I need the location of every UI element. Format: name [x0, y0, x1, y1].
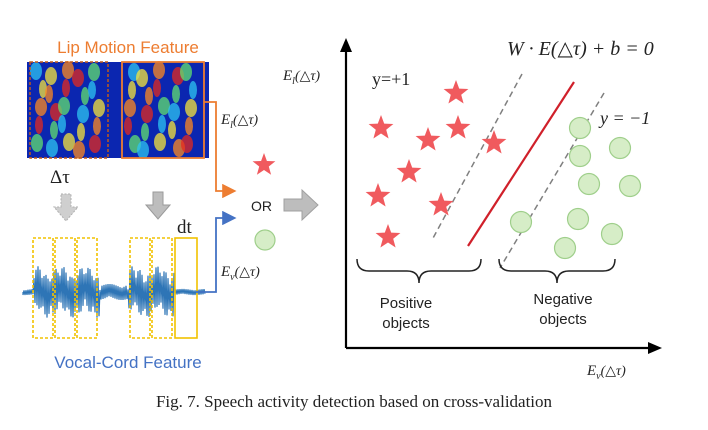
negative-circle-icon — [618, 174, 642, 198]
positive-star-icon — [396, 159, 422, 183]
svg-text:Ev(△τ): Ev(△τ) — [220, 264, 260, 283]
right-arrow-icon — [283, 188, 319, 222]
negative-circle-icon — [566, 207, 590, 231]
vocal-connector — [196, 210, 237, 293]
svg-text:El(△τ): El(△τ) — [282, 68, 320, 87]
lip-heatmap — [27, 61, 209, 159]
positive-star-icon — [375, 224, 401, 248]
hyperplane-line — [467, 81, 575, 247]
or-label: OR — [251, 198, 272, 214]
y-axis-label: El(△τ) — [282, 68, 320, 87]
figure-caption: Fig. 7. Speech activity detection based … — [155, 392, 553, 411]
delta-tau-label: Δτ — [50, 167, 70, 188]
lip-motion-title: Lip Motion Feature — [57, 38, 199, 57]
x-axis-label: Ev(△τ) — [586, 363, 626, 382]
negative-circle-icon — [553, 236, 577, 260]
vocal-cord-title: Vocal-Cord Feature — [54, 353, 201, 372]
positive-class-label: y=+1 — [372, 69, 410, 89]
svg-text:Ev(△τ): Ev(△τ) — [586, 363, 626, 382]
hyperplane-equation: W · E(△τ) + b = 0 — [507, 38, 654, 60]
or-star-icon — [252, 153, 276, 175]
negative-objects-circles — [509, 116, 642, 260]
positive-star-icon — [443, 80, 469, 104]
positive-star-icon — [365, 183, 391, 207]
positive-brace — [356, 258, 482, 284]
lip-window-solid — [121, 61, 205, 159]
down-arrow-left — [52, 193, 80, 222]
positive-star-icon — [415, 127, 441, 151]
positive-star-icon — [445, 115, 471, 139]
negative-brace — [498, 258, 616, 284]
positive-star-icon — [481, 130, 507, 154]
or-circle-icon — [254, 229, 276, 251]
negative-circle-icon — [577, 172, 601, 196]
positive-objects-label-1: Positive — [380, 295, 433, 312]
negative-circle-icon — [600, 222, 624, 246]
lip-feature-label: El(△τ) — [220, 112, 258, 131]
positive-star-icon — [368, 115, 394, 139]
negative-class-label: y = −1 — [598, 108, 650, 128]
negative-circle-icon — [568, 116, 592, 140]
negative-circle-icon — [608, 136, 632, 160]
svg-text:El(△τ): El(△τ) — [220, 112, 258, 131]
lip-window-dashed — [29, 61, 109, 159]
negative-objects-label-2: objects — [539, 311, 587, 328]
positive-objects-stars — [365, 80, 507, 248]
vocal-feature-label: Ev(△τ) — [220, 264, 260, 283]
negative-objects-label-1: Negative — [533, 291, 592, 308]
dt-label: dt — [177, 217, 193, 238]
negative-circle-icon — [509, 210, 533, 234]
positive-margin-line — [431, 73, 523, 241]
lip-connector — [204, 101, 237, 199]
positive-star-icon — [428, 192, 454, 216]
positive-objects-label-2: objects — [382, 315, 430, 332]
vocal-waveform — [22, 266, 206, 318]
negative-circle-icon — [568, 144, 592, 168]
down-arrow-right — [144, 191, 172, 220]
vocal-windows — [32, 237, 198, 339]
svm-plot — [340, 38, 662, 354]
